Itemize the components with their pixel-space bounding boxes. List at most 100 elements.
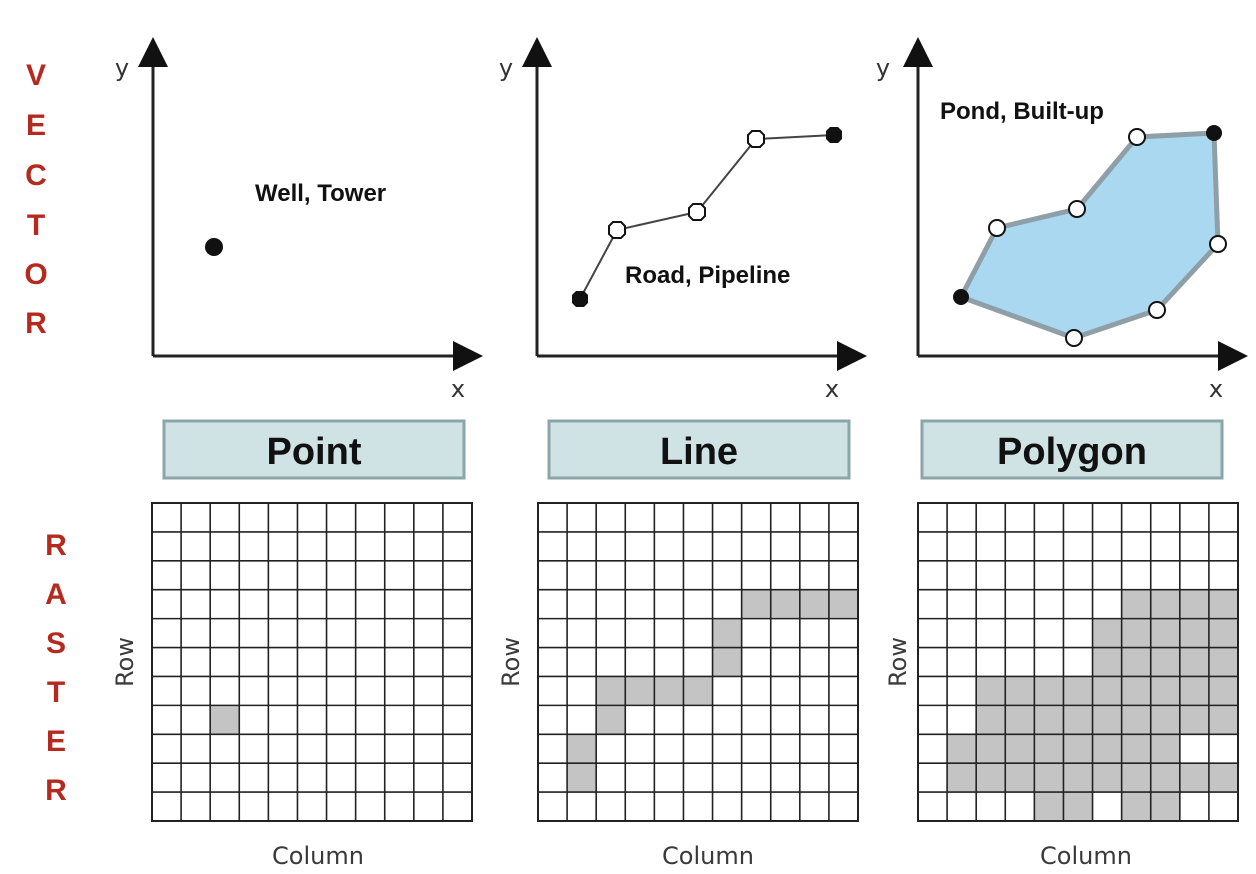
vector-letter: E	[26, 109, 46, 142]
raster-cell-filled	[1005, 734, 1035, 764]
column-label: Column	[662, 842, 754, 870]
line-feature-label: Road, Pipeline	[625, 262, 790, 289]
raster-cell-filled	[1208, 589, 1238, 619]
category-label: Line	[660, 431, 738, 473]
polygon-vertex	[1128, 128, 1146, 146]
raster-cell-filled	[1179, 705, 1209, 735]
raster-letter: T	[47, 676, 65, 709]
raster-cell-filled	[799, 589, 829, 619]
category-box	[547, 419, 851, 480]
raster-grid-polygon	[917, 502, 1239, 822]
raster-cell-filled	[1208, 618, 1238, 648]
raster-cell-filled	[976, 734, 1006, 764]
point-feature-label: Well, Tower	[255, 180, 386, 207]
raster-letter: A	[45, 578, 67, 611]
raster-cell-filled	[1005, 676, 1035, 706]
raster-cell-filled	[1121, 734, 1151, 764]
column-label: Column	[272, 842, 364, 870]
category-line: Line	[547, 419, 851, 480]
vector-panel-polygon: y x Pond, Built-up	[876, 37, 1248, 403]
raster-cell-filled	[1034, 763, 1064, 793]
raster-cell-filled	[1092, 705, 1122, 735]
raster-cell-filled	[1092, 763, 1122, 793]
raster-cell-filled	[1121, 618, 1151, 648]
raster-cell-filled	[1150, 792, 1180, 821]
polygon-vertex-filled	[1206, 125, 1222, 141]
raster-side-label: R A S T E R	[45, 529, 67, 807]
raster-cell-filled	[1208, 705, 1238, 735]
raster-cell-filled	[1034, 676, 1064, 706]
raster-cell-filled	[741, 589, 771, 619]
raster-cell-filled	[1121, 705, 1151, 735]
x-axis-letter: x	[451, 375, 465, 403]
raster-cell-filled	[770, 589, 800, 619]
vector-letter: C	[25, 159, 47, 192]
polygon-vertex	[1148, 301, 1166, 319]
line-vertex	[608, 221, 626, 239]
y-axis-letter: y	[876, 54, 890, 82]
raster-grid-line	[537, 502, 859, 822]
raster-cell-filled	[1121, 792, 1151, 821]
grid-border	[537, 502, 859, 822]
raster-cell-filled	[1150, 676, 1180, 706]
raster-cell-filled	[1063, 705, 1093, 735]
point-feature	[205, 238, 223, 256]
raster-cell-filled	[567, 763, 597, 793]
category-label: Point	[267, 431, 362, 473]
raster-cell-filled	[596, 676, 626, 706]
polygon-vertex	[988, 219, 1006, 237]
raster-cell-filled	[976, 763, 1006, 793]
raster-cell-filled	[1179, 647, 1209, 677]
raster-cell-filled	[1005, 763, 1035, 793]
line-vertex	[688, 203, 706, 221]
raster-letter: R	[45, 529, 67, 562]
polygon-vertex	[1068, 200, 1086, 218]
raster-grid-point	[151, 502, 473, 822]
raster-cell-filled	[596, 705, 626, 735]
raster-cell-filled	[976, 705, 1006, 735]
raster-cell-filled	[1121, 589, 1151, 619]
category-polygon: Polygon	[920, 419, 1224, 480]
vector-letter: R	[25, 307, 47, 340]
x-axis-letter: x	[1209, 375, 1223, 403]
raster-cell-filled	[1005, 705, 1035, 735]
vector-letter: T	[27, 209, 45, 242]
raster-cell-filled	[1121, 763, 1151, 793]
line-endpoint-start	[572, 291, 588, 307]
raster-cell-filled	[1034, 705, 1064, 735]
raster-cell-filled	[1179, 763, 1209, 793]
raster-cell-filled	[1121, 647, 1151, 677]
x-axis-letter: x	[825, 375, 839, 403]
grid-border	[151, 502, 473, 822]
column-label: Column	[1040, 842, 1132, 870]
raster-cell-filled	[947, 734, 977, 764]
raster-cell-filled	[1092, 647, 1122, 677]
vector-side-label: V E C T O R	[24, 59, 47, 340]
raster-cell-filled	[1208, 763, 1238, 793]
raster-cell-filled	[1150, 618, 1180, 648]
raster-cell-filled	[1092, 676, 1122, 706]
row-label: Row	[884, 637, 912, 687]
raster-cell-filled	[1150, 589, 1180, 619]
category-label: Polygon	[997, 431, 1147, 473]
vector-panel-line: y x Road, Pipeline	[499, 37, 867, 403]
raster-cell-filled	[683, 676, 713, 706]
raster-letter: E	[46, 725, 66, 758]
raster-cell-filled	[1034, 734, 1064, 764]
raster-cell-filled	[712, 647, 742, 677]
raster-cell-filled	[567, 734, 597, 764]
polygon-feature-label: Pond, Built-up	[940, 98, 1104, 125]
raster-cell-filled	[1034, 792, 1064, 821]
y-axis-letter: y	[499, 54, 513, 82]
raster-cell-filled	[1150, 763, 1180, 793]
vector-letter: V	[26, 59, 46, 92]
polygon-vertex-filled	[953, 289, 969, 305]
vector-panel-point: y x Well, Tower	[115, 37, 483, 403]
raster-cell-filled	[1063, 676, 1093, 706]
raster-cell-filled	[1179, 589, 1209, 619]
raster-cell-filled	[1092, 618, 1122, 648]
raster-cell-filled	[828, 589, 858, 619]
raster-letter: R	[45, 774, 67, 807]
raster-cell-filled	[1150, 705, 1180, 735]
